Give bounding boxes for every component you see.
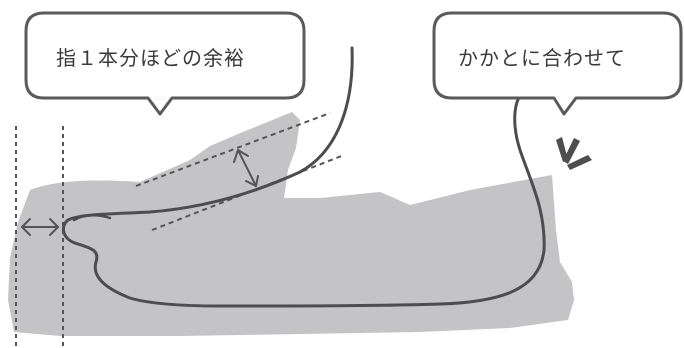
foot-outline <box>61 46 546 308</box>
heel-fit-label: かかとに合わせて <box>458 46 626 70</box>
speech-bubble-toe-margin <box>24 11 306 116</box>
emphasis-marks-icon <box>556 137 592 170</box>
toe-nail-mark <box>72 214 112 222</box>
guide-line-instep-upper <box>135 112 331 187</box>
instep-space-arrow <box>233 149 259 187</box>
toe-margin-arrow <box>21 218 59 236</box>
shoe-silhouette <box>8 112 574 336</box>
speech-bubble-heel-fit <box>432 11 683 116</box>
toe-margin-label: 指１本分ほどの余裕 <box>56 46 245 70</box>
